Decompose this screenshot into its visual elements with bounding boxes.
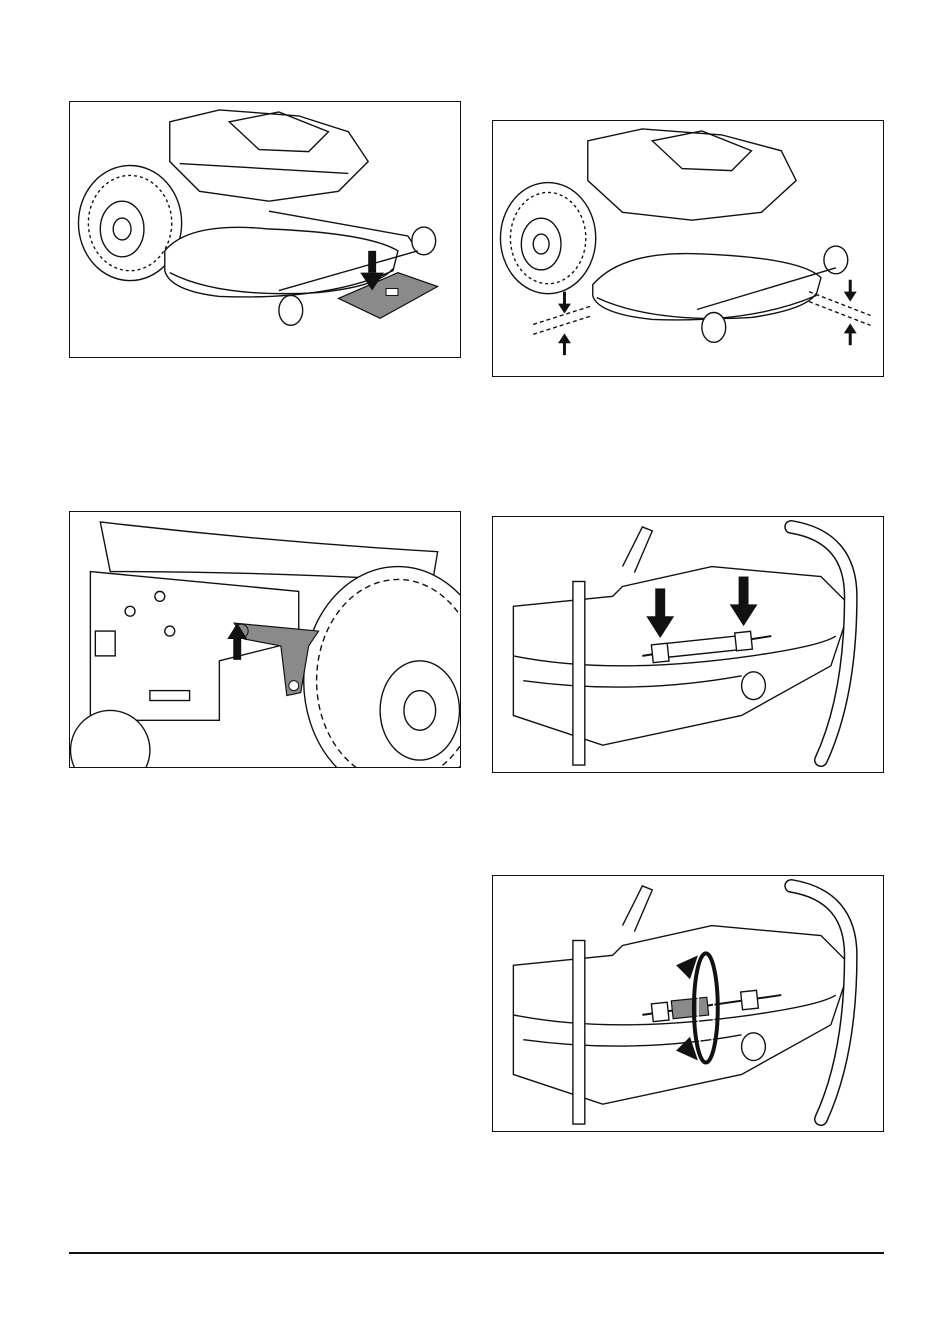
mower-deck-on-board-illustration	[70, 102, 460, 357]
figure-adjustment-rod-nuts	[492, 516, 884, 773]
figure-adjustment-rod-turnbuckle	[492, 875, 884, 1132]
figure-deck-on-board	[69, 101, 461, 358]
footer-rule	[69, 1252, 884, 1254]
rear-lift-bracket-illustration	[70, 512, 460, 767]
adjustment-rod-nuts-illustration	[493, 517, 883, 772]
figure-deck-height-gap	[492, 120, 884, 377]
mower-deck-height-gap-illustration	[493, 121, 883, 376]
adjustment-rod-turnbuckle-illustration	[493, 876, 883, 1131]
figure-rear-lift-bracket	[69, 511, 461, 768]
